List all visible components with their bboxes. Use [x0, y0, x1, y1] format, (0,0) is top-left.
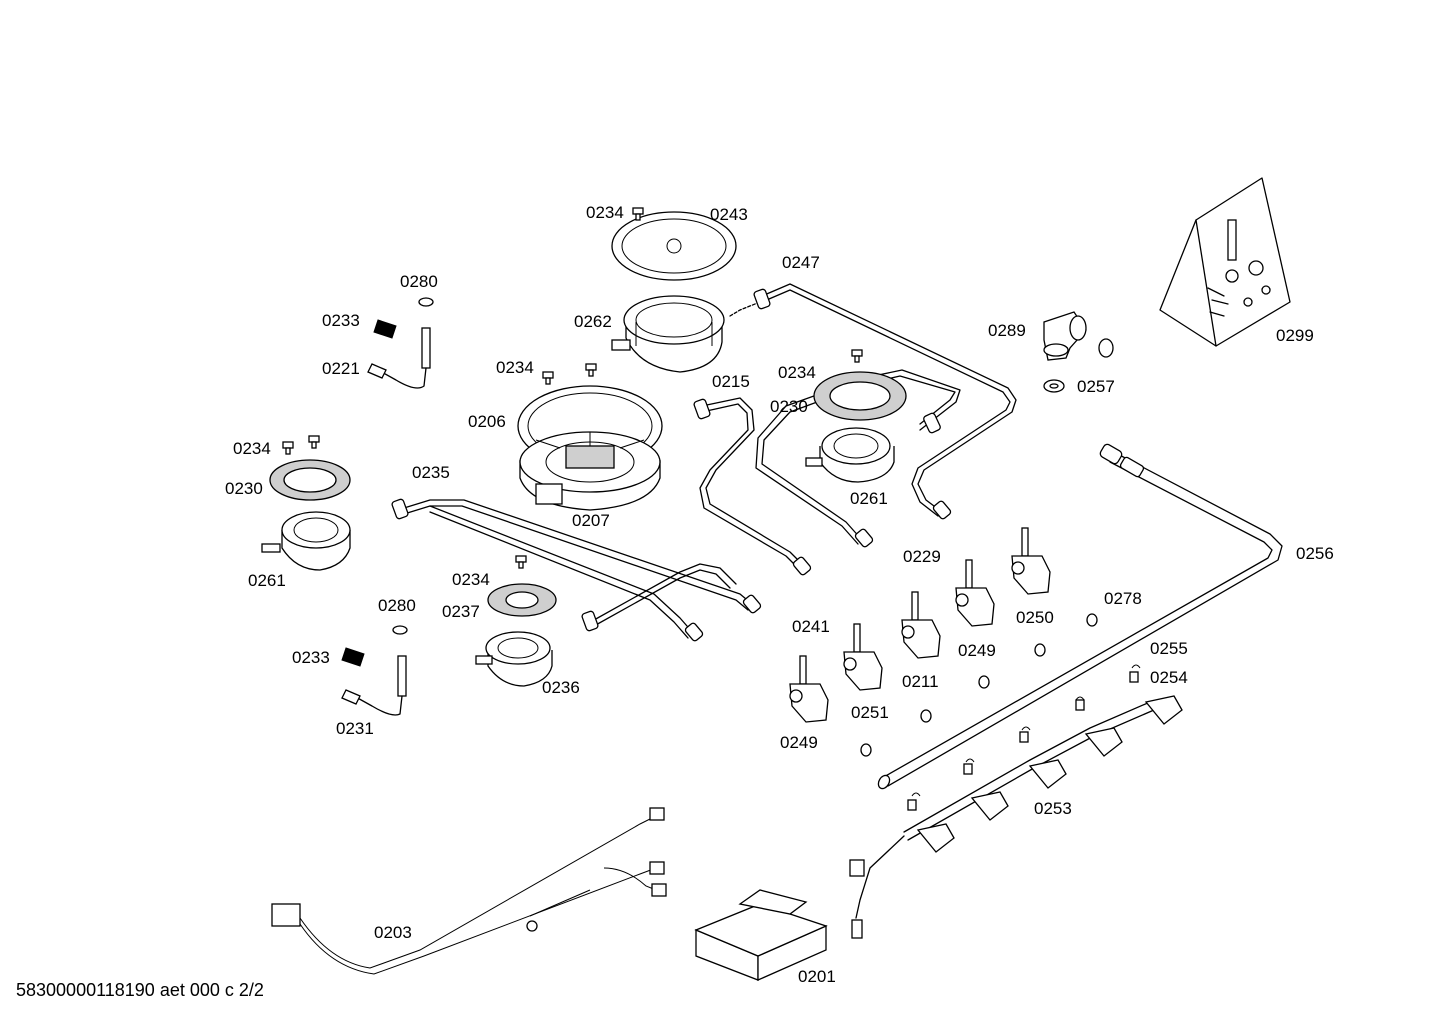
label-0280: 0280 [400, 272, 438, 291]
label-0280: 0280 [378, 596, 416, 615]
label-0201: 0201 [798, 967, 836, 986]
burner-0261-right [805, 349, 907, 483]
label-0261: 0261 [248, 571, 286, 590]
label-0211: 0211 [902, 672, 939, 691]
label-0255: 0255 [1150, 639, 1188, 658]
label-0262: 0262 [574, 312, 612, 331]
label-0229: 0229 [903, 547, 941, 566]
label-0289: 0289 [988, 321, 1026, 340]
ignition-module-0201 [694, 889, 828, 981]
label-0250: 0250 [1016, 608, 1054, 627]
label-0233: 0233 [322, 311, 360, 330]
gas-pipe-0241 [429, 505, 737, 642]
label-0215: 0215 [712, 372, 750, 391]
label-0230: 0230 [225, 479, 263, 498]
valve-0249-back [955, 559, 995, 627]
valve-0251 [843, 623, 883, 691]
label-0235: 0235 [412, 463, 450, 482]
burner-0261-left [261, 435, 351, 571]
label-0256: 0256 [1296, 544, 1334, 563]
label-0203: 0203 [374, 923, 412, 942]
label-0221: 0221 [322, 359, 360, 378]
gas-pipe-0247 [729, 283, 1017, 520]
label-0257: 0257 [1077, 377, 1115, 396]
label-0243: 0243 [710, 205, 748, 224]
valve-0211 [901, 591, 941, 659]
label-0237: 0237 [442, 602, 480, 621]
label-0233: 0233 [292, 648, 330, 667]
label-0278: 0278 [1104, 589, 1142, 608]
electrode-0221 [367, 297, 434, 389]
ignition-switch-block-0253 [849, 664, 1183, 939]
rail-pipe-0256 [877, 443, 1283, 790]
gas-pipe-0235 [391, 498, 762, 614]
screws-0234-mid [542, 363, 597, 385]
elbow-connector-0289 [1043, 311, 1114, 393]
label-0234: 0234 [778, 363, 816, 382]
label-0249: 0249 [958, 641, 996, 660]
label-0207: 0207 [572, 511, 610, 530]
burner-cup-0262 [611, 211, 737, 373]
label-0247: 0247 [782, 253, 820, 272]
label-0231: 0231 [336, 719, 374, 738]
label-0234: 0234 [496, 358, 534, 377]
label-0249: 0249 [780, 733, 818, 752]
label-0253: 0253 [1034, 799, 1072, 818]
valve-0249-front [789, 655, 829, 723]
screw-0234-top [632, 207, 644, 221]
label-0234: 0234 [233, 439, 271, 458]
label-0299: 0299 [1276, 326, 1314, 345]
label-0236: 0236 [542, 678, 580, 697]
burner-0236 [475, 555, 557, 687]
label-0230: 0230 [770, 397, 808, 416]
drawing-reference-number: 58300000118190 aet 000 c 2/2 [16, 980, 264, 1000]
label-0234: 0234 [452, 570, 490, 589]
label-0251: 0251 [851, 703, 889, 722]
o-rings-0278 [860, 613, 1098, 757]
parts-bag-0299 [1159, 177, 1291, 347]
label-0254: 0254 [1150, 668, 1188, 687]
label-0241: 0241 [792, 617, 830, 636]
electrode-0231 [341, 625, 408, 716]
gas-pipe-0215 [693, 397, 812, 576]
part-labels: 0234 0243 0247 0280 0233 0262 0221 0234 … [225, 203, 1334, 986]
label-0234: 0234 [586, 203, 624, 222]
wiring-harness-0203 [271, 807, 667, 975]
valve-0250 [1011, 527, 1051, 595]
label-0261: 0261 [850, 489, 888, 508]
burner-ring-0206 [517, 385, 663, 511]
label-0206: 0206 [468, 412, 506, 431]
